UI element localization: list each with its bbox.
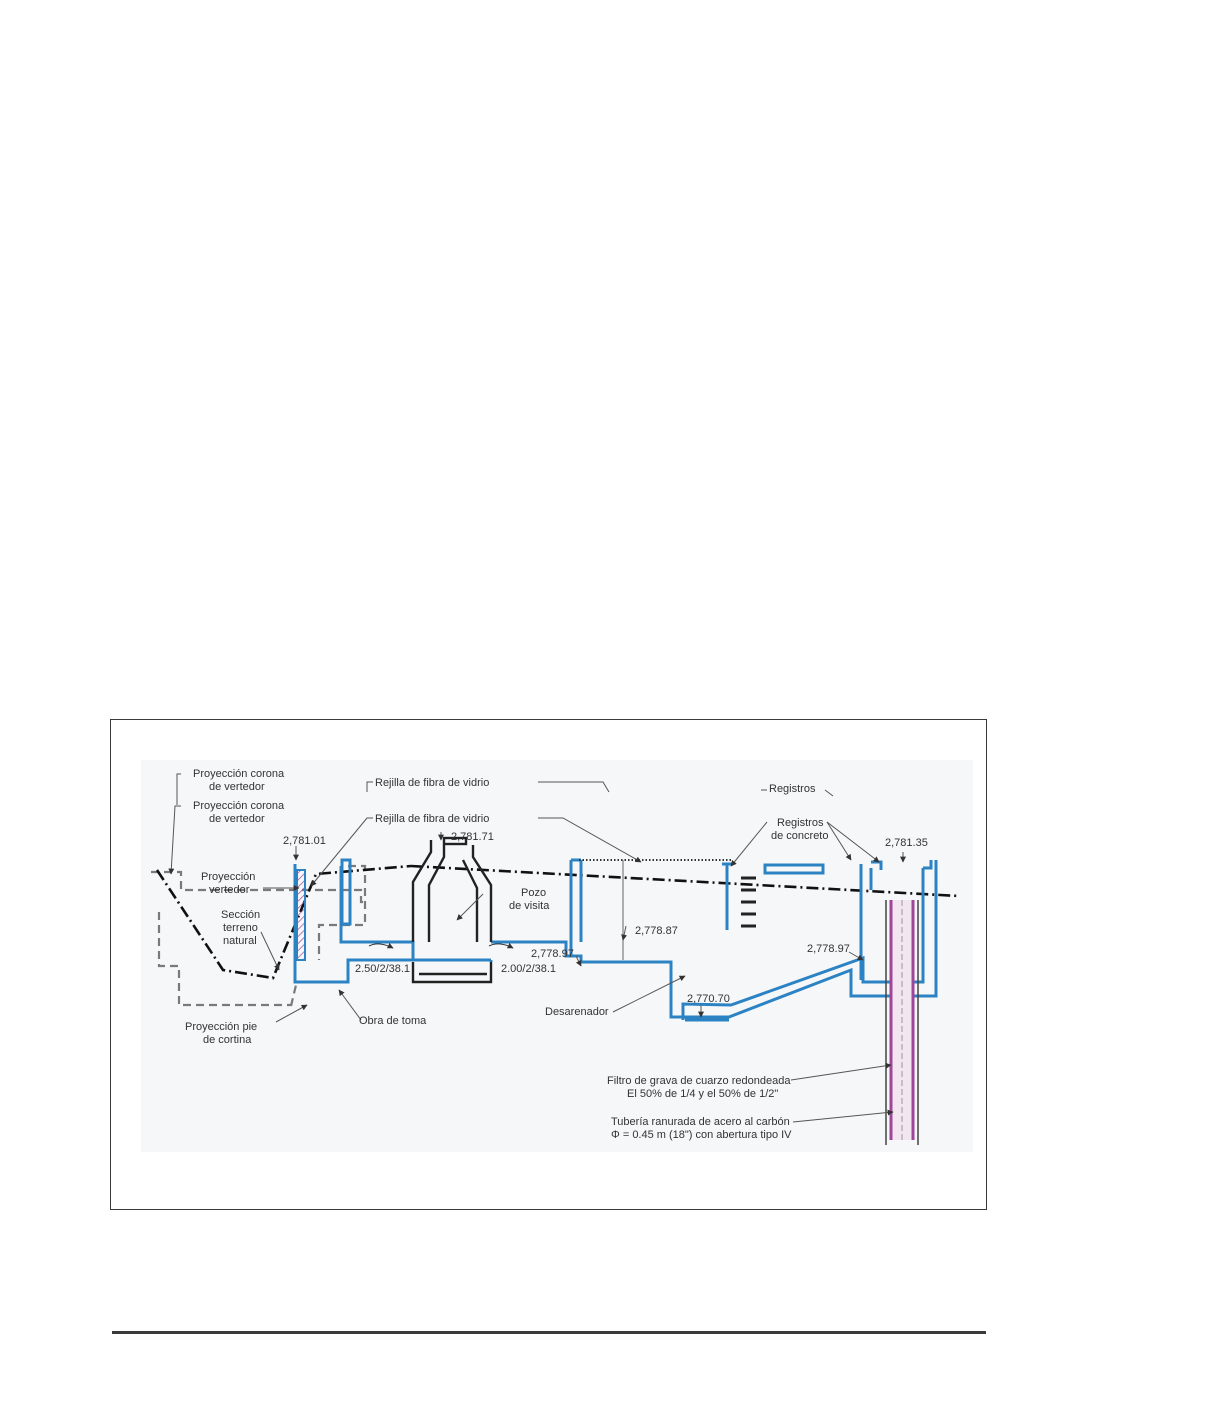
label-pozo-line2: de visita [509,900,550,912]
figure-frame: Proyección corona de vertedor Proyección… [110,719,987,1210]
hydraulic-grade-line [155,864,960,980]
label-proj-corona-1-line1: Proyección corona [193,768,285,780]
label-seccion-line1: Sección [221,909,260,921]
label-registros-1: Registros [769,783,816,795]
pipe-spec-2: 2.00/2/38.1 [501,963,556,975]
drawing-background [141,760,973,1152]
elevation-2781-71: 2,781.71 [451,831,494,843]
pozo-de-visita [411,836,493,984]
label-desarenador: Desarenador [545,1006,609,1018]
leader-lines [168,773,906,1123]
label-seccion-line2: terreno [223,922,258,934]
elevation-2778-97-b: 2,778.97 [807,943,850,955]
label-proj-corona-2-line1: Proyección corona [193,800,285,812]
label-proj-pie-line1: Proyección pie [185,1021,257,1033]
label-proj-corona-1-line2: de vertedor [209,781,265,793]
intake-grille [296,869,306,961]
dam-projection-dashed [151,864,367,1007]
elevation-2778-97-a: 2,778.97 [531,948,574,960]
label-tuberia-line2: Φ = 0.45 m (18") con abertura tipo IV [611,1129,792,1141]
label-seccion-line3: natural [223,935,257,947]
flow-arrows [368,942,514,949]
footer-rule [112,1331,986,1334]
label-pozo-line1: Pozo [521,887,546,899]
elevation-2781-01: 2,781.01 [283,835,326,847]
label-proj-pie-line2: de cortina [203,1034,252,1046]
label-filtro-line1: Filtro de grava de cuarzo redondeada [607,1075,791,1087]
label-tuberia-line1: Tubería ranurada de acero al carbón [611,1116,790,1128]
elevation-2781-35: 2,781.35 [885,837,928,849]
label-proj-vertedor-line2: vertedor [209,884,250,896]
label-obra-toma: Obra de toma [359,1015,427,1027]
labels: Proyección corona de vertedor Proyección… [185,768,928,1141]
label-rejilla-2: Rejilla de fibra de vidrio [375,813,489,825]
label-filtro-line2: El 50% de 1/4 y el 50% de 1/2" [627,1088,778,1100]
pipe-spec-1: 2.50/2/38.1 [355,963,410,975]
filter-pipe [885,900,919,1145]
label-proj-corona-2-line2: de vertedor [209,813,265,825]
step-marks [741,876,756,928]
hydraulic-profile-diagram: Proyección corona de vertedor Proyección… [141,760,973,1152]
label-registros-2-line2: de concreto [771,830,828,842]
elevation-2778-87: 2,778.87 [635,925,678,937]
label-registros-2-line1: Registros [777,817,824,829]
label-rejilla-1: Rejilla de fibra de vidrio [375,777,489,789]
label-proj-vertedor-line1: Proyección [201,871,255,883]
elevation-2770-70: 2,770.70 [687,993,730,1005]
